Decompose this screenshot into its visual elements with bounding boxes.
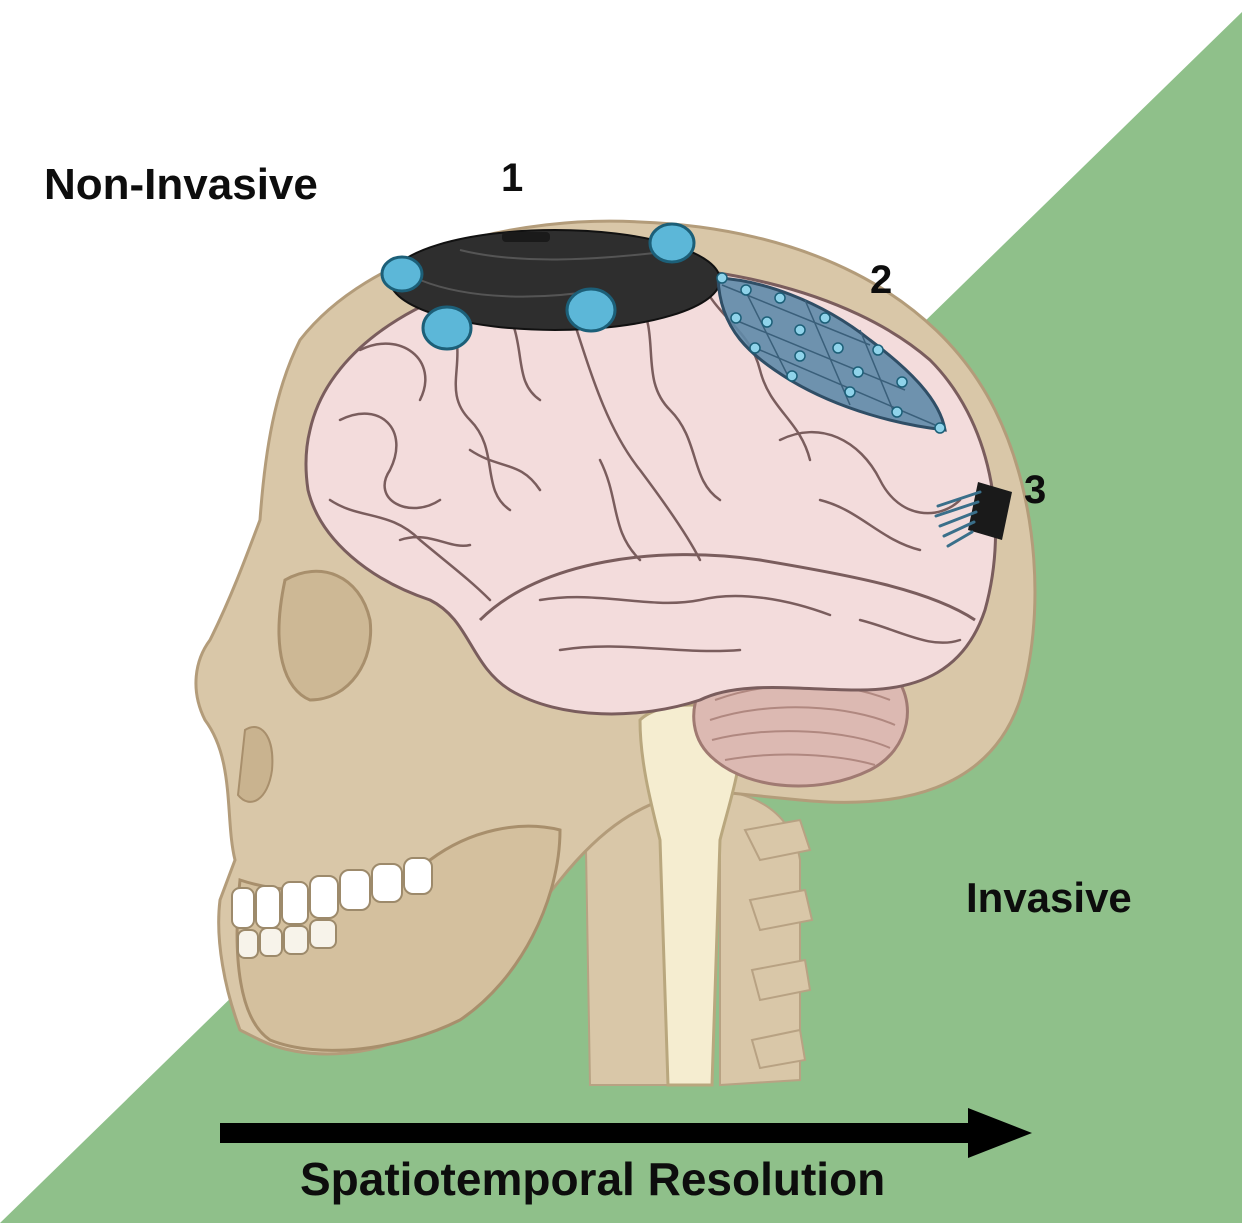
non-invasive-label: Non-Invasive	[44, 160, 318, 210]
invasive-label: Invasive	[966, 874, 1132, 922]
method-3-label: 3	[1024, 468, 1046, 513]
resolution-axis-label: Spatiotemporal Resolution	[300, 1152, 885, 1206]
method-2-label: 2	[870, 258, 892, 303]
method-1-label: 1	[501, 156, 523, 201]
